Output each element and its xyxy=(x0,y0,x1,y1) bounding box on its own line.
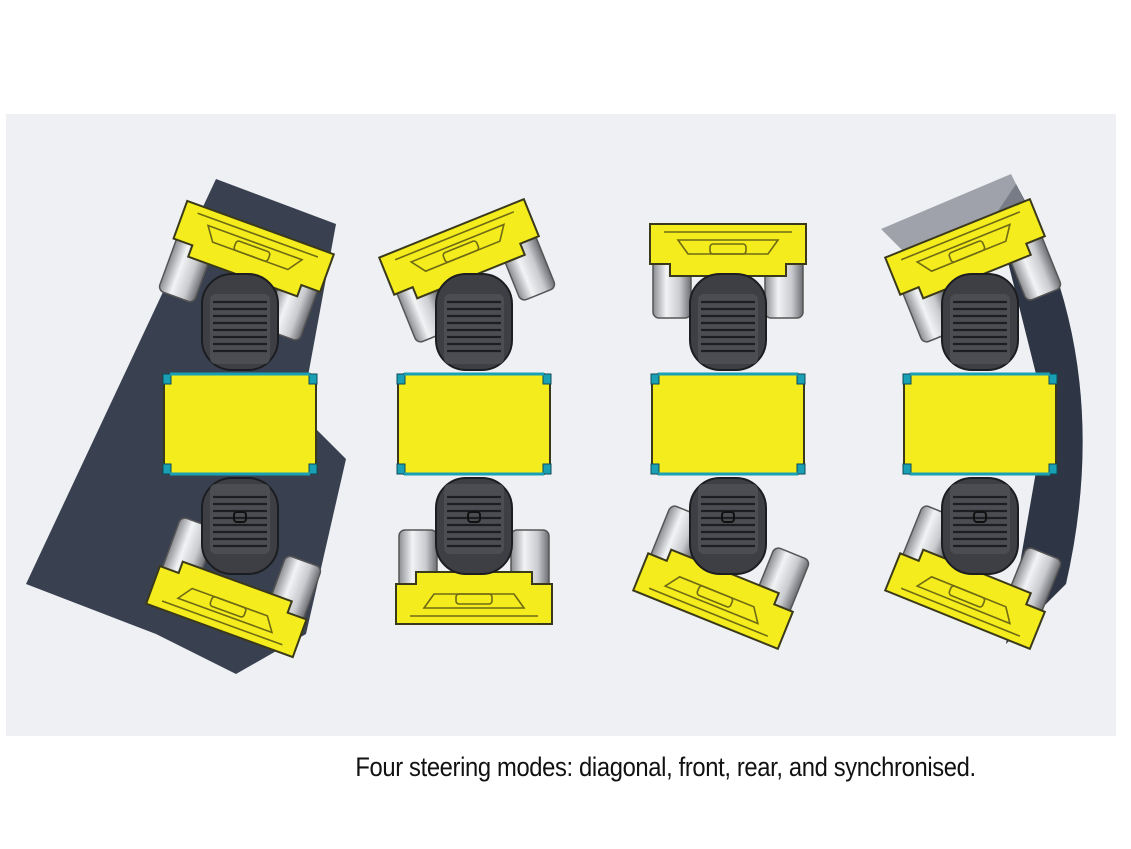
mode-synchronised-loader xyxy=(881,174,1083,650)
mode-front-loader xyxy=(378,198,561,625)
mode-rear-loader xyxy=(632,223,815,650)
mode-diagonal-loader xyxy=(26,179,346,674)
figure-caption: Four steering modes: diagonal, front, re… xyxy=(355,752,976,782)
steering-modes-diagram xyxy=(6,114,1116,736)
